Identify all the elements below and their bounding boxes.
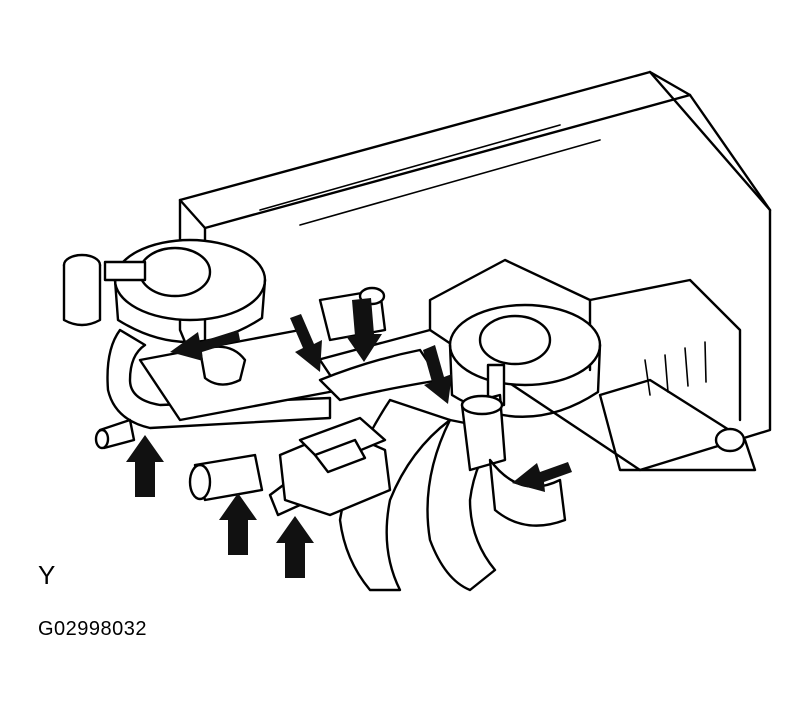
pointer-arrow bbox=[423, 345, 452, 404]
pointer-arrow bbox=[170, 330, 240, 361]
view-label: Y bbox=[38, 560, 56, 590]
pointer-arrow bbox=[290, 314, 322, 372]
electrical-connector bbox=[278, 416, 392, 517]
pointer-arrow bbox=[276, 516, 314, 578]
pointer-arrow bbox=[219, 493, 257, 555]
pointer-arrow bbox=[346, 298, 382, 362]
pointer-arrow bbox=[126, 435, 164, 497]
vacuum-valve-right bbox=[448, 303, 602, 527]
pointer-arrows bbox=[126, 298, 572, 578]
figure-code: G02998032 bbox=[38, 618, 148, 640]
pointer-arrow bbox=[512, 462, 572, 492]
